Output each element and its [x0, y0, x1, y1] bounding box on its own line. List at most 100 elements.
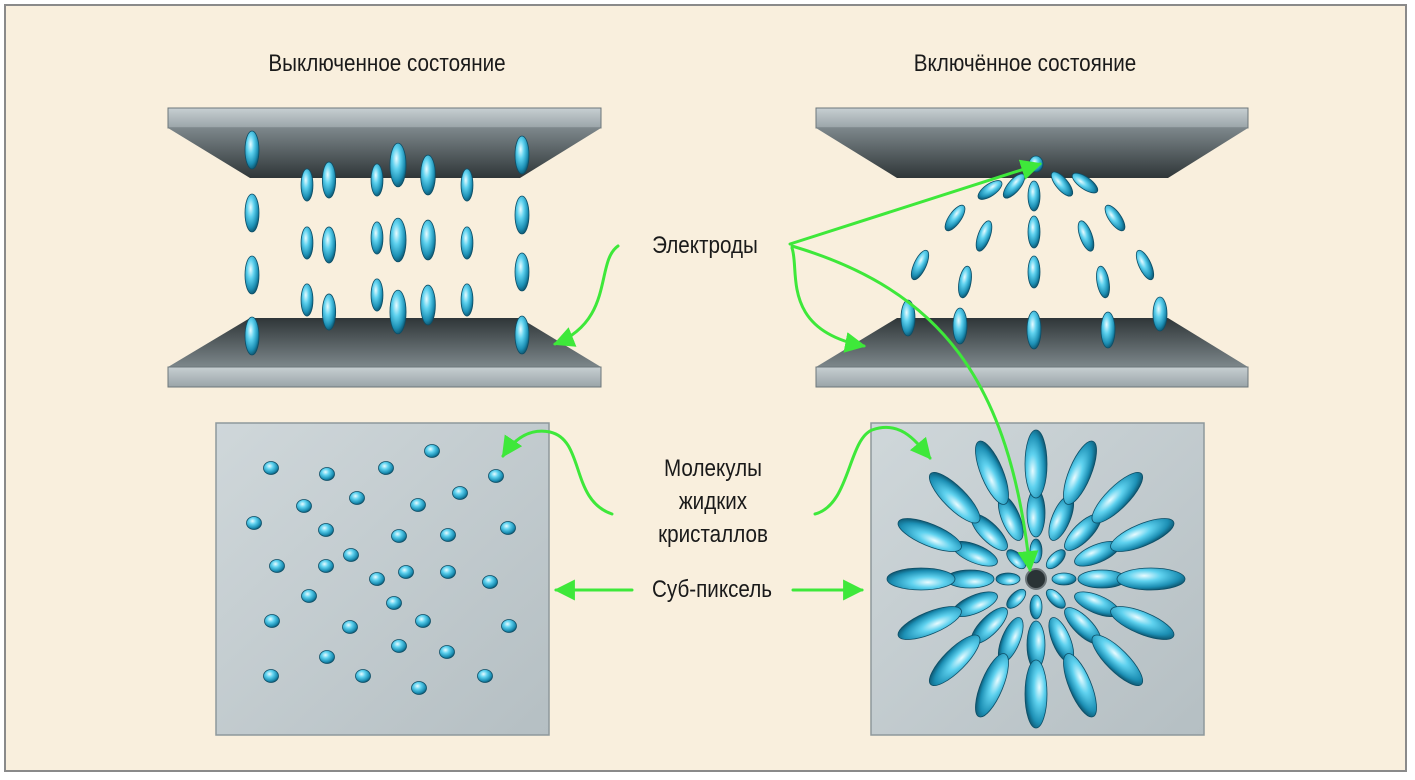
lc-molecule	[370, 221, 384, 255]
lc-molecule	[514, 315, 530, 355]
lc-molecule	[1026, 310, 1042, 350]
lc-molecule	[1063, 440, 1097, 505]
lc-molecule	[1135, 249, 1155, 281]
lc-molecule	[424, 444, 440, 458]
lc-molecule	[1050, 171, 1074, 197]
lc-molecule	[1027, 180, 1041, 212]
off-state-molecules-top	[246, 444, 517, 695]
on-state-molecules-top	[886, 429, 1186, 729]
lc-molecule	[370, 278, 384, 312]
lc-label-line-1: Молекулы	[664, 455, 762, 482]
lc-molecule	[1096, 265, 1110, 299]
lc-molecule	[977, 180, 1003, 200]
lc-molecule	[369, 572, 385, 586]
lc-molecule	[975, 440, 1009, 505]
lc-molecule	[300, 226, 314, 260]
lc-molecule	[1006, 588, 1027, 609]
lc-molecule	[411, 681, 427, 695]
lc-molecule	[349, 491, 365, 505]
lc-molecule	[1116, 567, 1186, 591]
lc-molecule	[263, 669, 279, 683]
lc-molecule	[514, 135, 530, 175]
arrow-electrode-right-top	[788, 159, 1043, 246]
lc-molecule	[1104, 204, 1126, 232]
lc-molecule	[944, 204, 966, 232]
lc-molecule	[488, 469, 504, 483]
lc-molecule	[389, 217, 407, 263]
lc-molecule	[514, 195, 530, 235]
lc-molecule	[995, 572, 1021, 586]
lc-molecule	[389, 289, 407, 335]
lc-molecule	[355, 669, 371, 683]
lc-molecule	[263, 461, 279, 475]
lc-molecule	[244, 316, 260, 356]
lc-molecule	[389, 142, 407, 188]
lc-molecule	[420, 219, 436, 261]
lc-molecule	[391, 529, 407, 543]
lc-molecule	[440, 528, 456, 542]
lc-molecule	[319, 650, 335, 664]
lc-molecule	[1091, 634, 1143, 686]
lc-molecule	[318, 559, 334, 573]
lc-molecule	[1091, 472, 1143, 524]
lc-molecule	[1071, 172, 1099, 194]
lc-molecule	[1077, 220, 1095, 252]
lc-molecule	[318, 523, 334, 537]
lc-molecule	[452, 486, 468, 500]
lc-molecule	[244, 130, 260, 170]
lc-molecule	[264, 614, 280, 628]
lc-molecule	[269, 559, 285, 573]
lc-molecule	[378, 461, 394, 475]
lc-molecule	[1152, 296, 1168, 332]
lc-molecule	[460, 283, 474, 317]
lc-molecule	[910, 249, 930, 281]
lc-molecule	[897, 518, 962, 552]
lc-molecule	[958, 265, 972, 299]
lc-molecule	[460, 226, 474, 260]
lc-molecule	[296, 499, 312, 513]
lc-molecule	[321, 161, 337, 199]
lc-molecule	[975, 653, 1009, 718]
lc-molecule	[420, 154, 436, 196]
lc-label-line-3: кристаллов	[658, 521, 768, 548]
lc-molecule	[975, 220, 993, 252]
right-top-electrode	[815, 107, 1249, 178]
arrow-lc-left	[501, 429, 614, 516]
lc-molecule	[410, 498, 426, 512]
lc-molecule	[1100, 311, 1116, 349]
lc-molecule	[897, 606, 962, 640]
arrow-lc-right	[813, 425, 932, 516]
lc-molecule	[1110, 606, 1175, 640]
left-bottom-electrode	[167, 318, 602, 388]
left-top-electrode	[167, 107, 602, 178]
lc-molecule	[1045, 549, 1066, 570]
lc-molecule	[1045, 588, 1066, 609]
arrow-electrode-left	[553, 244, 620, 347]
on-state-molecules-side	[900, 155, 1168, 350]
lc-molecule	[501, 619, 517, 633]
off-state-molecules-side	[244, 130, 530, 356]
lc-molecule	[1027, 215, 1041, 249]
lc-molecule	[398, 565, 414, 579]
lc-molecule	[1027, 255, 1041, 289]
lc-molecule	[1063, 653, 1097, 718]
lc-molecule	[415, 614, 431, 628]
lc-molecule	[1024, 429, 1048, 499]
lc-molecule	[386, 596, 402, 610]
electrodes-label: Электроды	[652, 232, 758, 259]
lc-molecule	[440, 565, 456, 579]
off-state-title: Выключенное состояние	[268, 50, 506, 77]
arrow-electrode-center	[790, 244, 1039, 573]
lc-molecule	[1029, 538, 1043, 564]
lc-molecule	[244, 193, 260, 233]
lc-molecule	[1024, 659, 1048, 729]
lc-molecule	[343, 548, 359, 562]
lc-molecule	[321, 293, 337, 331]
lc-molecule	[301, 589, 317, 603]
on-state-title: Включённое состояние	[913, 50, 1137, 77]
lc-molecule	[952, 307, 968, 345]
lc-molecule	[1029, 594, 1043, 620]
lc-molecule	[500, 521, 516, 535]
lc-label-line-2: жидких	[678, 488, 748, 515]
